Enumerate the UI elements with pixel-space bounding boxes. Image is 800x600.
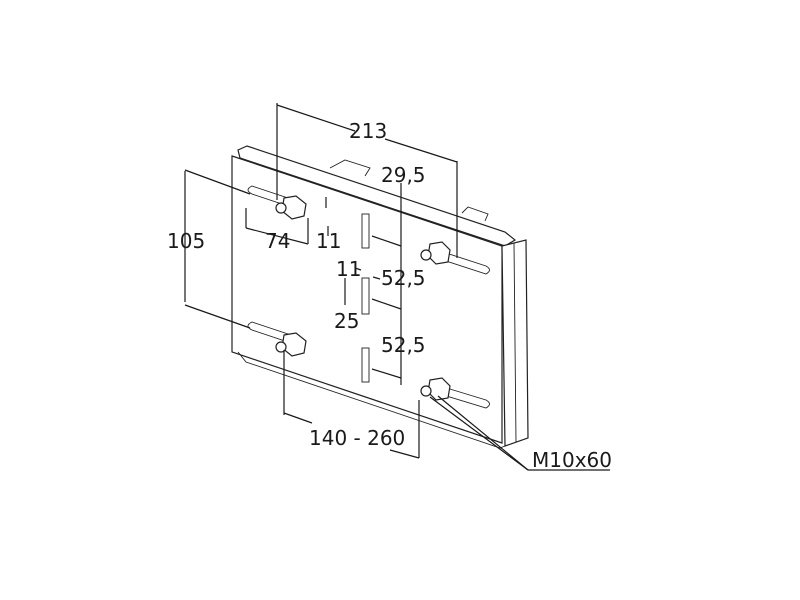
dim-pitch-52-5-a: 52,5	[381, 266, 426, 290]
dim-range-140-260: 140 - 260	[309, 426, 405, 450]
dim-width-213: 213	[349, 119, 387, 143]
bottom-lip	[237, 351, 506, 449]
dim-offset-29-5: 29,5	[381, 163, 426, 187]
plate-face	[231, 155, 503, 444]
dim-small-11: 11	[336, 257, 361, 281]
bolt-spec-callout: M10x60	[532, 448, 612, 472]
top-flange	[237, 145, 517, 247]
dim-pitch-52-5-b: 52,5	[381, 333, 426, 357]
bolt-icon	[420, 241, 451, 265]
dim-slot-11: 11	[316, 229, 341, 253]
bolts	[275, 195, 451, 401]
bolt-icon	[420, 377, 451, 401]
dim-height-105: 105	[167, 229, 205, 253]
dim-slot-74: 74	[265, 229, 290, 253]
bolt-icon	[275, 332, 307, 357]
dim-slot-25: 25	[334, 309, 359, 333]
dimension-lines	[184, 103, 610, 471]
bolt-icon	[275, 195, 307, 220]
